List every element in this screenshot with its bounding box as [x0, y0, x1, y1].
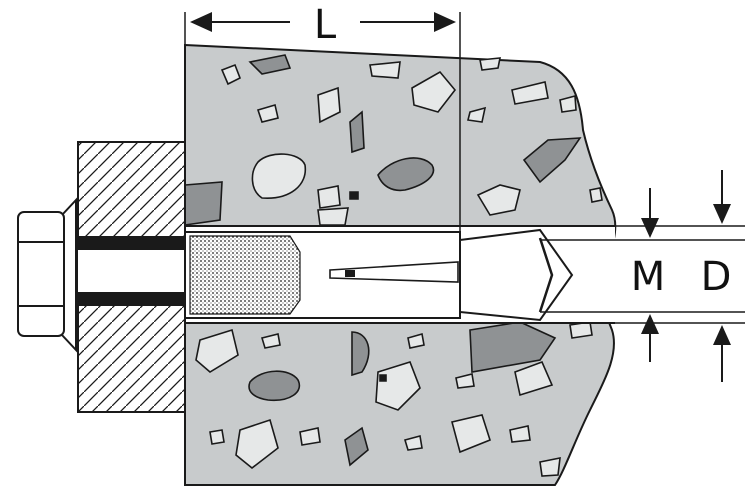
aggregate-stone [317, 207, 349, 226]
aggregate-stone [511, 81, 549, 105]
hex-nut [17, 211, 65, 337]
aggregate-stone [349, 110, 365, 154]
dimension-length [184, 12, 461, 232]
aggregate-stone [522, 137, 582, 184]
aggregate-stone [451, 414, 491, 454]
bolt-shaft-lower [72, 292, 190, 306]
aggregate-stone [195, 328, 239, 373]
label-bolt-diameter: M [631, 254, 666, 300]
expansion-slot [329, 261, 459, 283]
aggregate-stone [467, 106, 487, 123]
aggregate-stone [251, 153, 307, 199]
label-hole-diameter: D [701, 254, 732, 300]
label-length: L [314, 2, 337, 48]
dimension-hole-diameter [713, 170, 731, 382]
aggregate-stone [403, 435, 423, 451]
aggregate-stone [349, 191, 359, 200]
aggregate-stone [344, 426, 369, 467]
aggregates [184, 54, 603, 477]
extension-lines [540, 225, 745, 324]
aggregate-stone [299, 427, 321, 446]
dimension-bolt-diameter [641, 188, 659, 362]
aggregate-stone [377, 157, 435, 192]
aggregate-stone [559, 94, 577, 113]
aggregate-stone [455, 373, 475, 389]
aggregate-stone [351, 331, 370, 377]
aggregate-stone [317, 86, 341, 124]
aggregate-stone [184, 181, 223, 226]
aggregate-stone [369, 61, 401, 79]
aggregate-stone [411, 70, 457, 113]
aggregate-stone [476, 184, 521, 216]
bolt-shaft-upper [72, 236, 190, 250]
aggregate-stone [375, 361, 421, 411]
aggregate-stone [248, 54, 292, 75]
aggregate-stone [569, 321, 593, 339]
threaded-section [189, 235, 301, 315]
aggregate-stone [209, 429, 225, 445]
aggregate-stone [407, 332, 425, 349]
aggregate-stone [317, 185, 341, 209]
aggregate-stone [220, 63, 242, 86]
aggregate-stone [235, 418, 279, 470]
aggregate-stone [539, 456, 561, 477]
slot-mark [345, 270, 355, 277]
aggregate-stone [509, 425, 531, 443]
aggregate-stone [256, 103, 279, 123]
aggregate-stone [589, 187, 603, 203]
aggregate-stone [248, 370, 301, 402]
cone-inner-line [538, 237, 554, 313]
aggregate-stone [514, 360, 554, 397]
aggregate-stone [260, 333, 281, 349]
aggregate-stone [379, 374, 387, 382]
aggregate-stone [479, 57, 501, 71]
